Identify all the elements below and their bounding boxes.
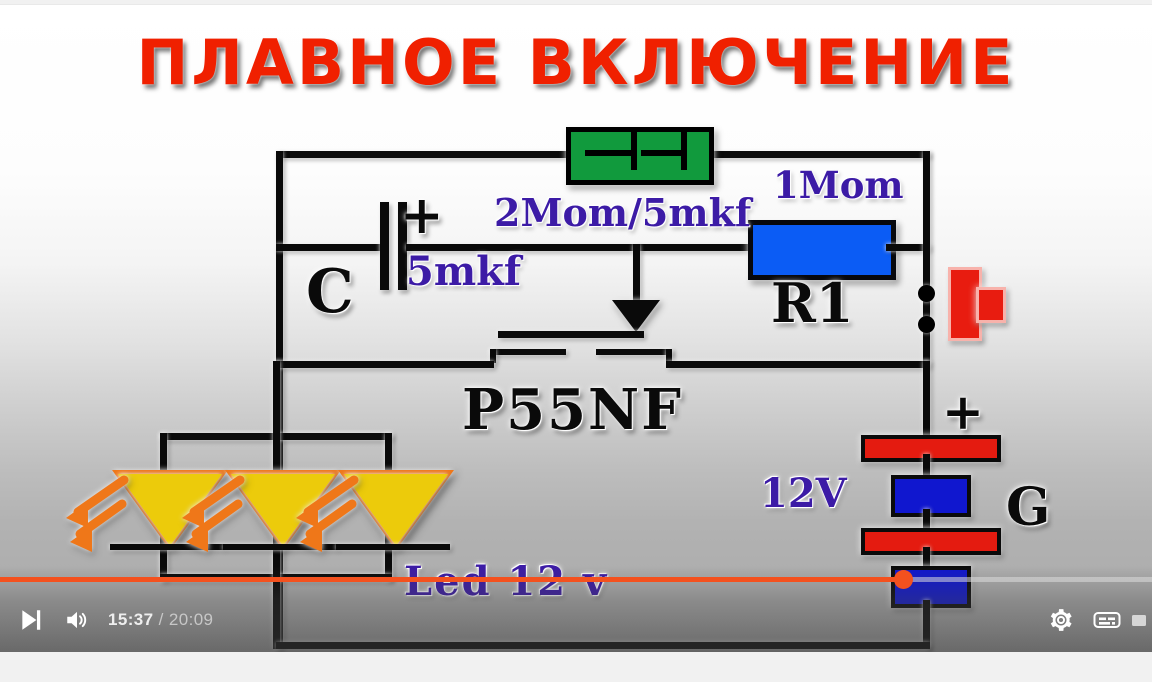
wire-mosfet-source-rail xyxy=(276,361,494,368)
wire-resistor-right-lead xyxy=(886,244,930,251)
capacitor-plate-a xyxy=(380,202,389,290)
subtitles-button[interactable] xyxy=(1084,597,1130,643)
battery-plate-neg-1 xyxy=(891,475,971,517)
led-1-light-arrows-icon xyxy=(66,475,129,552)
wire-batt-seg-1 xyxy=(923,454,930,482)
mosfet-channel-right-stub xyxy=(666,349,672,363)
mosfet-channel-left-stub xyxy=(490,349,496,363)
label-timing-value: 2Mom/5mkf xyxy=(494,190,752,235)
wire-cap-right-lead xyxy=(406,244,636,251)
wire-to-resistor xyxy=(636,244,750,251)
label-battery-ref: G xyxy=(1006,477,1051,538)
label-capacitor-c: C xyxy=(306,257,354,327)
label-battery-polarity: + xyxy=(942,382,984,441)
resistor-r1-component xyxy=(748,220,896,280)
player-controls-left: 15:37 / 20:09 xyxy=(8,596,213,644)
timing-cap-plate-left xyxy=(585,150,631,156)
next-track-icon xyxy=(22,610,41,630)
timing-capacitor-component xyxy=(566,127,714,185)
progress-bar-track[interactable] xyxy=(0,570,1152,589)
led-3-light-arrows-icon xyxy=(296,475,359,552)
mosfet-gate-plate xyxy=(498,331,644,338)
subtitles-icon xyxy=(1093,612,1121,628)
label-battery-voltage: 12V xyxy=(760,470,847,517)
current-time: 15:37 xyxy=(108,610,154,629)
settings-button[interactable] xyxy=(1038,597,1084,643)
battery-plate-pos-1 xyxy=(861,435,1001,462)
battery-plate-pos-2 xyxy=(861,528,1001,555)
wire-right-bus-top xyxy=(923,151,930,363)
label-resistor-value: 1Mom xyxy=(773,163,904,207)
mosfet-channel-right xyxy=(596,349,672,355)
circuit-diagram: C + 5mkf 2Mom/5mkf 1Mom R1 P55NF Led 12 … xyxy=(0,4,1152,652)
wire-batt-seg-2 xyxy=(923,509,930,535)
mosfet-arrow-icon xyxy=(612,300,660,332)
wire-cap-left-lead xyxy=(276,244,380,251)
time-separator: / xyxy=(158,610,164,629)
timing-cap-divider xyxy=(631,132,637,170)
junction-dot-lower xyxy=(918,316,935,333)
led-2-cathode-bar xyxy=(223,544,337,550)
wire-mosfet-drain-rail xyxy=(666,361,930,368)
gear-icon xyxy=(1050,609,1072,631)
volume-icon xyxy=(67,611,87,629)
label-resistor-ref: R1 xyxy=(771,271,854,335)
label-mosfet: P55NF xyxy=(462,377,683,443)
timing-cap-plate-right xyxy=(641,150,687,156)
led-3-cathode-bar xyxy=(336,544,450,550)
time-display: 15:37 / 20:09 xyxy=(108,610,213,630)
led-2-light-arrows-icon xyxy=(182,475,245,552)
video-surface[interactable]: ПЛАВНОЕ ВКЛЮЧЕНИЕ xyxy=(0,4,1152,652)
progress-bar-played xyxy=(0,577,905,582)
wire-top-left xyxy=(276,151,568,158)
fullscreen-icon xyxy=(1132,615,1146,626)
junction-dot-upper xyxy=(918,285,935,302)
timing-cap-divider-2 xyxy=(681,132,687,170)
capacitor-plate-b xyxy=(398,202,407,290)
wire-batt-seg-3 xyxy=(923,547,930,573)
led-3-body xyxy=(344,474,448,546)
label-capacitor-value: 5mkf xyxy=(406,248,522,295)
player-control-bar: 15:37 / 20:09 xyxy=(0,566,1152,652)
total-time: 20:09 xyxy=(168,610,214,629)
wire-battery-top-lead xyxy=(923,361,930,439)
wire-top-right xyxy=(702,151,930,158)
wire-gate-drop xyxy=(633,244,640,316)
next-track-button[interactable] xyxy=(8,597,54,643)
switch-body[interactable] xyxy=(948,267,982,341)
led-1-cathode-bar xyxy=(110,544,224,550)
player-controls-right xyxy=(1038,596,1152,644)
volume-button[interactable] xyxy=(54,597,100,643)
fullscreen-button-partial[interactable] xyxy=(1130,597,1152,643)
mosfet-channel-left xyxy=(490,349,566,355)
progress-bar-handle[interactable] xyxy=(894,570,913,589)
switch-tab[interactable] xyxy=(976,287,1006,323)
